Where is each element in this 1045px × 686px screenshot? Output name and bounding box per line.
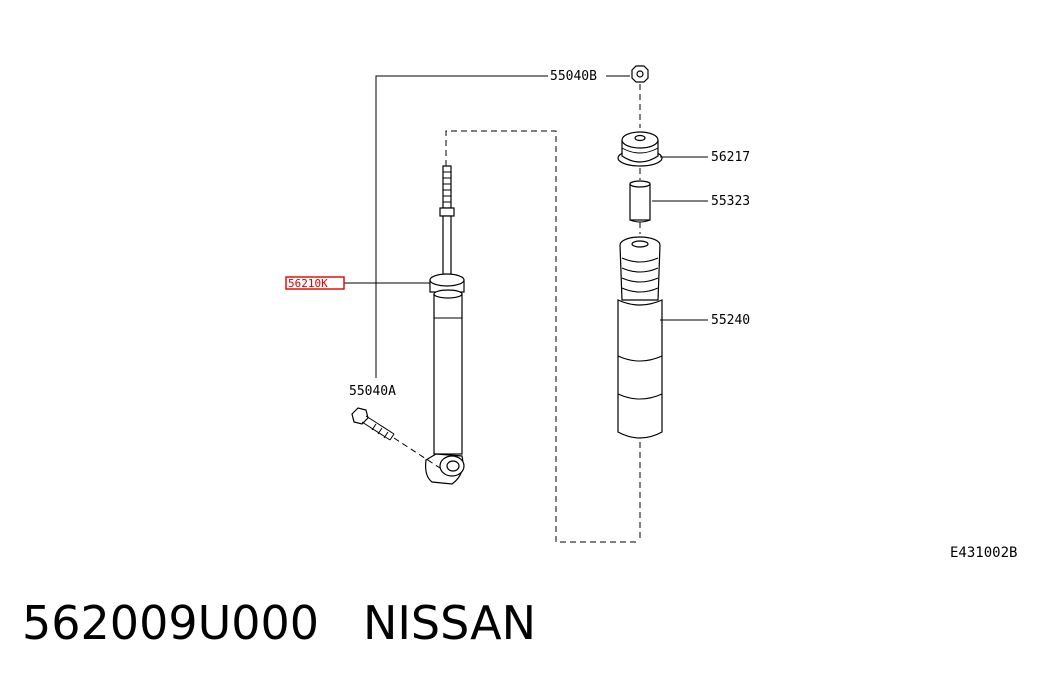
- label-56217: 56217: [711, 150, 750, 165]
- label-56210k[interactable]: 56210K: [288, 277, 328, 290]
- axis-bolt-to-eye: [393, 437, 441, 469]
- label-55240: 55240: [711, 313, 750, 328]
- label-55323: 55323: [711, 194, 750, 209]
- top-nut-icon: [631, 65, 649, 83]
- lower-bolt-icon: [351, 407, 395, 441]
- mount-icon: [617, 131, 663, 167]
- caption: 562009U000 NISSAN: [22, 596, 536, 650]
- bump-boot-icon: [617, 236, 663, 439]
- figure-code: E431002B: [950, 545, 1017, 561]
- bushing-icon: [629, 180, 651, 223]
- highlight-box-56210k[interactable]: [285, 276, 345, 290]
- part-number: 562009U000: [22, 596, 320, 650]
- leader-55040b: [375, 75, 548, 378]
- shock-absorber-icon: [425, 165, 465, 485]
- assembly-dashed-outline: [445, 130, 640, 543]
- brand-name: NISSAN: [362, 596, 537, 650]
- label-55040b: 55040B: [550, 69, 597, 84]
- label-55040a: 55040A: [349, 384, 396, 399]
